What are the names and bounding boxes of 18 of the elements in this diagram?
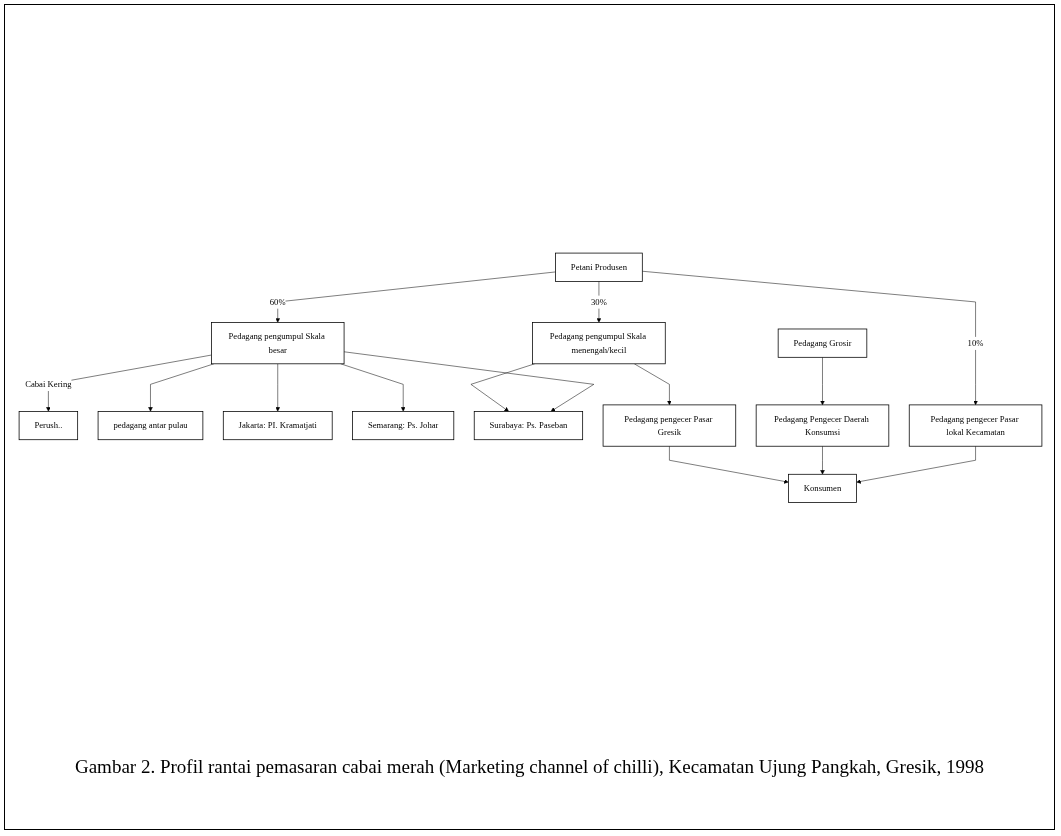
node-box: Semarang: Ps. Johar [352, 411, 455, 441]
node-box: Perush.. [18, 411, 79, 441]
node-box: Petani Produsen [555, 252, 643, 282]
edge-label: 10% [967, 338, 984, 349]
node-box: Pedagang pengumpul Skala besar [211, 322, 345, 365]
node-box: Pedagang pengecer Pasar lokal Kecamatan [908, 404, 1043, 447]
node-box: Surabaya: Ps. Paseban [473, 411, 584, 441]
node-box: Pedagang pengecer Pasar Gresik [602, 404, 737, 447]
node-box: Konsumen [788, 474, 857, 504]
node-box: pedagang antar pulau [97, 411, 204, 441]
edge-label: 60% [269, 297, 286, 307]
node-box: Pedagang Grosir [777, 328, 868, 358]
edge-label: Cabai Kering [25, 379, 72, 390]
node-box: Jakarta: PI. Kramatjati [222, 411, 333, 441]
figure-caption: Gambar 2. Profil rantai pemasaran cabai merah (Marketing channel of chilli), Kecamatan Ujung Pangkah, Gresik, 1998 [73, 755, 985, 779]
node-box: Pedagang Pengecer Daerah Konsumsi [755, 404, 890, 447]
node-box: Pedagang pengumpul Skala menengah/kecil [532, 322, 666, 365]
edge-label: 30% [590, 297, 607, 307]
